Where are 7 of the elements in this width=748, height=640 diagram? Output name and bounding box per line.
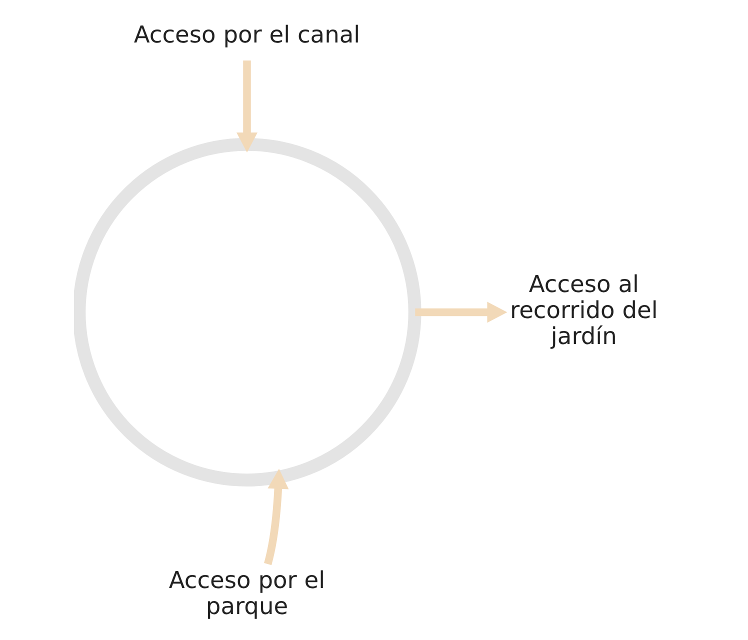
node-text: Acceso por el canal — [134, 22, 360, 49]
arrow — [415, 302, 508, 323]
arrow — [236, 60, 258, 153]
node-text: Acceso por el parque — [168, 567, 326, 620]
node-text: Acceso al recorrido del jardín — [510, 271, 658, 350]
node-circle — [74, 138, 422, 487]
arrow — [264, 468, 289, 566]
